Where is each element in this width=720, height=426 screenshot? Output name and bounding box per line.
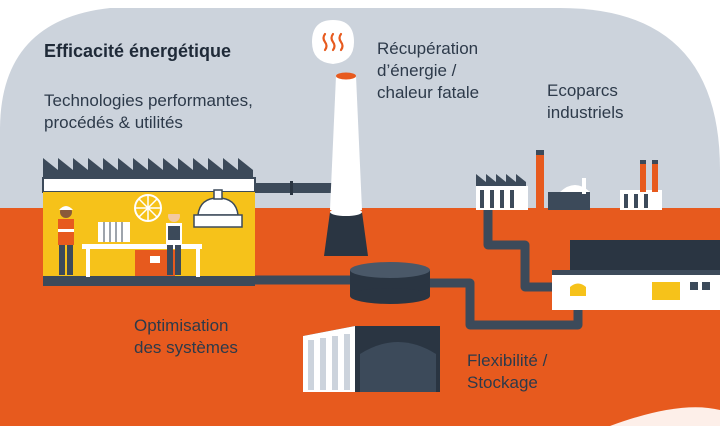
main-factory (42, 158, 256, 286)
pipe-network (255, 200, 583, 330)
worker-left (58, 206, 74, 275)
chimney (324, 72, 368, 256)
recuperation-label: Récupération d’énergie / chaleur fatale (377, 39, 480, 102)
storage-tank (350, 262, 430, 304)
pipe-factory-chimney (255, 181, 335, 195)
title-label: Efficacité énergétique (44, 41, 232, 61)
flexibilite-label: Flexibilité / Stockage (467, 351, 548, 392)
storage-warehouse (303, 326, 440, 392)
ecoparcs-label: Ecoparcs industriels (547, 81, 624, 122)
worker-right (166, 210, 182, 275)
technologies-label: Technologies performantes, procédés & ut… (44, 91, 253, 132)
heat-bubble (312, 20, 354, 64)
right-building (552, 240, 720, 310)
ecoparc-factories (476, 150, 662, 210)
optimisation-label: Optimisation des systèmes (134, 316, 238, 357)
heat-waves-icon (322, 32, 344, 52)
